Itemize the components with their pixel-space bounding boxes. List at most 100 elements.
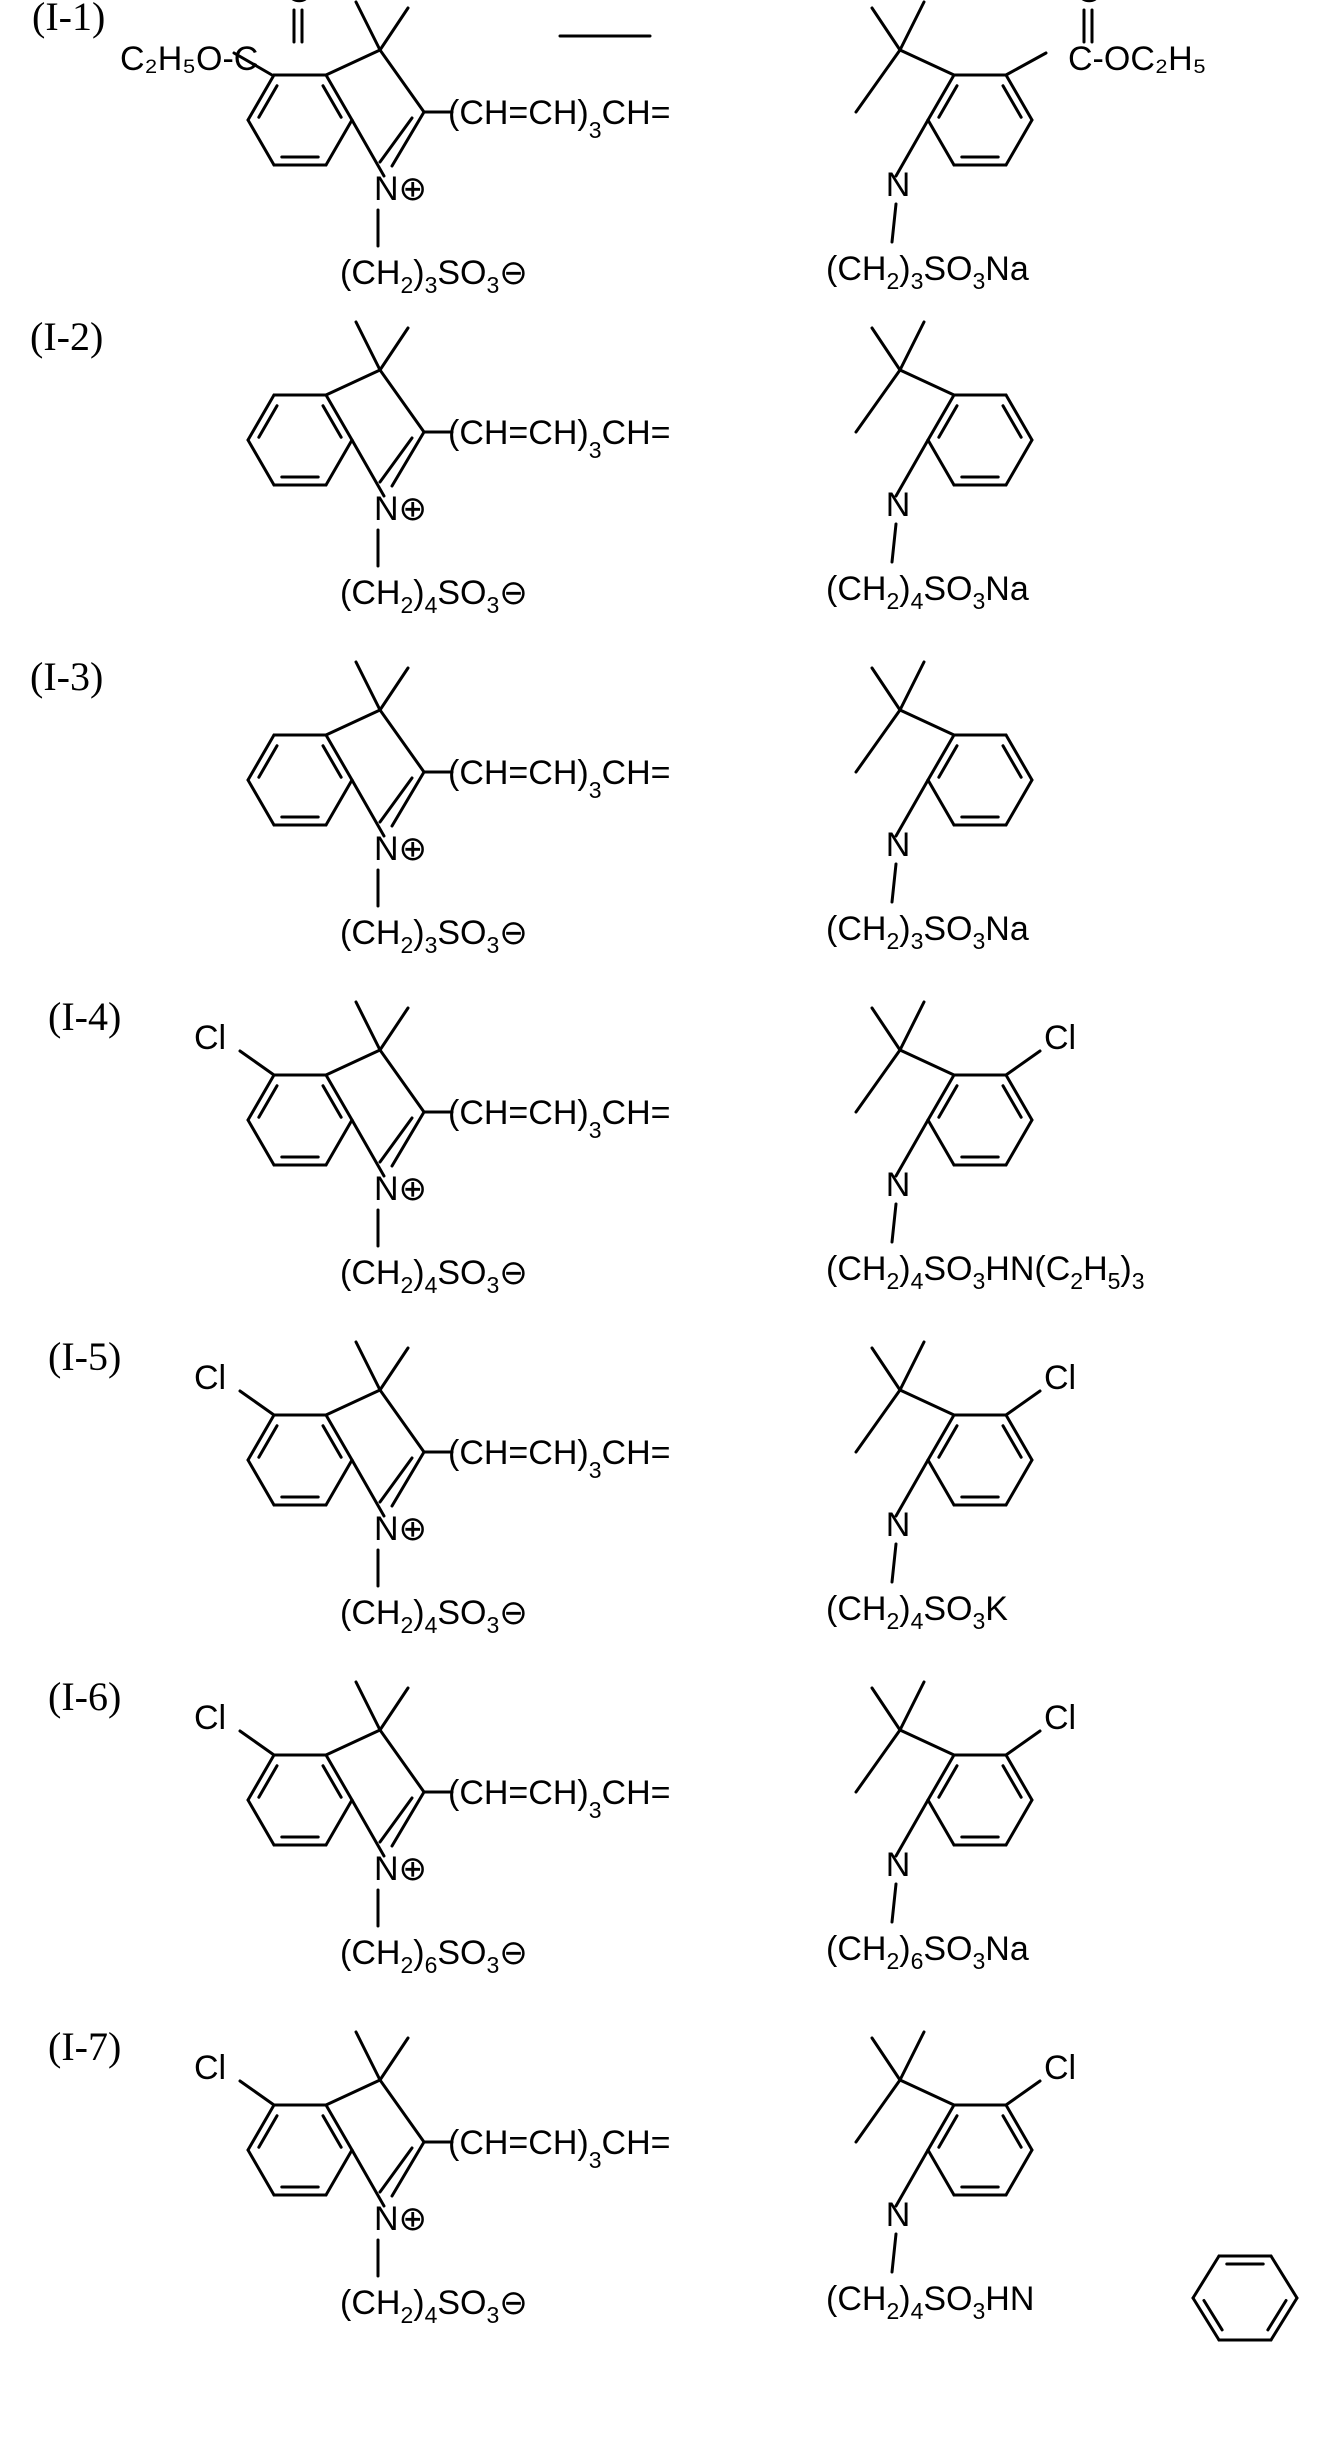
benzene-inner-bond <box>939 1086 957 1118</box>
chain-part: CH= <box>602 754 671 792</box>
right-cl: Cl <box>1044 1699 1076 1737</box>
benzene-inner-bond <box>1003 746 1021 778</box>
benzene-bond <box>248 1800 274 1845</box>
right-tail-part: ) <box>899 2280 910 2318</box>
left-tail-part: 2 <box>400 1612 413 1638</box>
carbonyl-o-right: O <box>1076 0 1102 10</box>
n-plus: N⊕ <box>374 490 427 528</box>
ring-bond <box>380 1050 424 1112</box>
methyl-bond <box>872 1348 900 1390</box>
benzene-bond <box>928 1120 954 1165</box>
ring-bond <box>900 1390 954 1415</box>
ring-bond <box>856 1050 900 1112</box>
right-tail-part: (CH <box>826 250 886 288</box>
methyl-bond <box>356 662 380 710</box>
chain-part: CH= <box>602 1434 671 1472</box>
ring-bond <box>380 710 424 772</box>
left-tail: (CH2)4SO3⊖ <box>340 1254 528 1298</box>
methyl-bond <box>900 322 924 370</box>
left-tail-part: 3 <box>486 1272 499 1298</box>
methyl-bond <box>380 328 408 370</box>
chain-part: CH=CH <box>459 1434 577 1472</box>
n-neutral: N <box>886 1846 911 1884</box>
benzene-inner-bond <box>939 86 957 118</box>
benzene-bond <box>928 2150 954 2195</box>
left-tail-part: ) <box>413 254 424 292</box>
benzene-inner-bond <box>1003 1766 1021 1798</box>
right-tail-part: ) <box>899 570 910 608</box>
right-tail: (CH2)6SO3Na <box>826 1930 1029 1974</box>
chain-part: CH=CH <box>459 94 577 132</box>
right-tail-part: 5 <box>1108 1268 1121 1294</box>
benzene-bond <box>326 1120 352 1165</box>
ring-bond <box>352 120 384 176</box>
cl-bond <box>1006 2081 1040 2105</box>
ring-bond <box>380 1390 424 1452</box>
right-tail-part: 2 <box>886 588 899 614</box>
right-tail-part: 2 <box>1070 1268 1083 1294</box>
chain-part: ( <box>448 1434 460 1472</box>
methyl-bond <box>900 1342 924 1390</box>
left-tail-part: 2 <box>400 1272 413 1298</box>
benzene-bond <box>248 120 274 165</box>
methyl-bond <box>356 1002 380 1050</box>
right-tail-part: 2 <box>886 928 899 954</box>
ring-bond <box>352 1120 384 1176</box>
cl-bond <box>1006 1051 1040 1075</box>
compound-label: (I-5) <box>48 1334 121 1379</box>
right-tail-part: Na <box>985 910 1029 948</box>
benzene-bond <box>326 780 352 825</box>
right-tail-part: ) <box>899 1250 910 1288</box>
chain-part: CH= <box>602 1094 671 1132</box>
polymethine-chain: (CH=CH)3CH= <box>448 2124 671 2173</box>
right-tail: (CH2)4SO3Na <box>826 570 1029 614</box>
benzene-bond <box>1006 780 1032 825</box>
benzene-bond <box>248 2150 274 2195</box>
carbonyl-o-left: O <box>286 0 312 10</box>
right-tail-part: 2 <box>886 1948 899 1974</box>
chain-part: ) <box>577 94 588 132</box>
n-chain-bond <box>892 1544 896 1582</box>
benzene-bond <box>248 780 274 825</box>
right-tail-part: (CH <box>826 910 886 948</box>
left-tail-part: 3 <box>425 272 438 298</box>
chain-part: 3 <box>589 1117 602 1143</box>
benzene-inner-bond <box>259 746 277 778</box>
benzene-inner-bond <box>323 406 341 438</box>
left-cl: Cl <box>194 1359 226 1397</box>
ring-bond <box>352 1460 384 1516</box>
right-tail-part: (CH <box>826 1250 886 1288</box>
left-tail-part: 4 <box>425 592 438 618</box>
n-chain-bond <box>892 2234 896 2272</box>
n-neutral: N <box>886 2196 911 2234</box>
methyl-bond <box>900 2032 924 2080</box>
chain-part: ) <box>577 414 588 452</box>
benzene-inner-bond <box>1003 1426 1021 1458</box>
chain-part: ) <box>577 1094 588 1132</box>
left-tail-part: (CH <box>340 574 400 612</box>
n-neutral: N <box>886 1506 911 1544</box>
ring-bond <box>326 1730 380 1755</box>
left-tail-part: SO <box>437 1594 486 1632</box>
ring-bond <box>856 2080 900 2142</box>
polymethine-chain: (CH=CH)3CH= <box>448 1434 671 1483</box>
left-tail-part: SO <box>437 574 486 612</box>
ring-bond <box>326 1390 380 1415</box>
left-tail: (CH2)6SO3⊖ <box>340 1934 528 1978</box>
n-chain-bond <box>892 1204 896 1242</box>
right-tail-part: SO <box>923 1250 972 1288</box>
right-tail-part: ) <box>899 910 910 948</box>
left-ester: C₂H₅O-C <box>120 40 258 78</box>
n-plus: N⊕ <box>374 170 427 208</box>
left-tail-part: 2 <box>400 272 413 298</box>
chain-part: CH= <box>602 2124 671 2162</box>
left-tail: (CH2)3SO3⊖ <box>340 914 528 958</box>
left-tail: (CH2)4SO3⊖ <box>340 574 528 618</box>
right-tail-part: (CH <box>826 570 886 608</box>
ring-bond <box>380 370 424 432</box>
right-tail-part: ) <box>899 1930 910 1968</box>
left-tail-part: 4 <box>425 1612 438 1638</box>
benzene-inner-bond <box>259 1086 277 1118</box>
methyl-bond <box>872 1008 900 1050</box>
chain-part: 3 <box>589 1797 602 1823</box>
